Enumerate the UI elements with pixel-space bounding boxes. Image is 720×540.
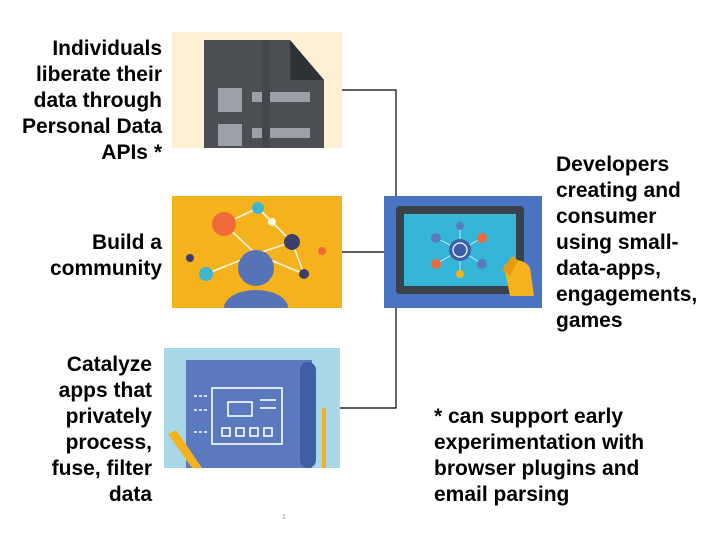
blueprint-icon (168, 360, 326, 468)
tablet-panel (384, 196, 542, 308)
label-catalyze: Catalyze apps that privately process, fu… (51, 353, 152, 506)
document-panel (172, 32, 342, 148)
tablet-icon (396, 206, 534, 296)
slide-number: 1 (282, 514, 286, 521)
network-icon (186, 202, 326, 308)
blueprint-panel (164, 348, 340, 468)
label-community: Build a community (49, 231, 162, 280)
label-developers: Developers creating and consumer using s… (556, 153, 698, 332)
label-individuals: Individuals liberate their data through … (21, 37, 162, 164)
label-footnote: * can support early experimentation with… (434, 405, 645, 506)
connector-top (340, 89, 397, 196)
network-panel (172, 196, 342, 308)
connector-bottom (340, 308, 397, 409)
document-icon (204, 40, 324, 148)
